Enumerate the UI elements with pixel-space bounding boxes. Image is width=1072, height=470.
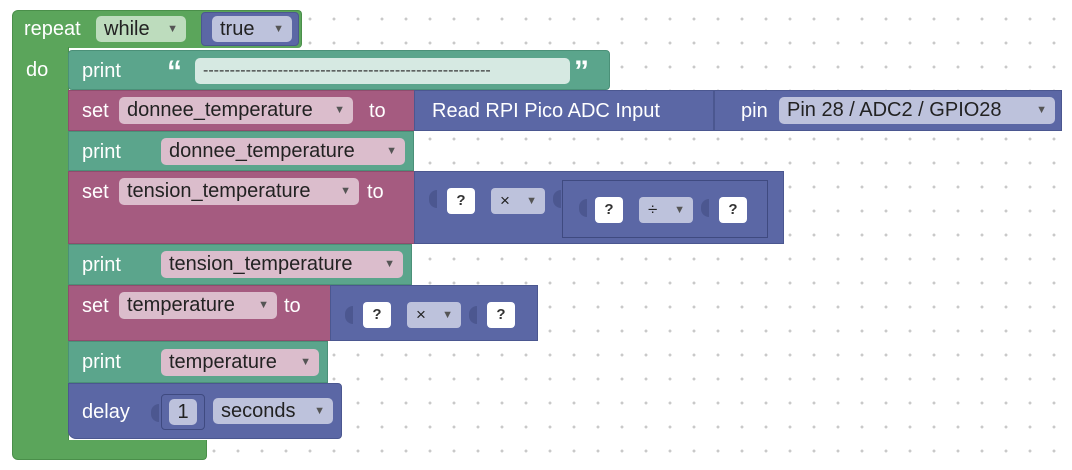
variable-name: tension_temperature: [127, 180, 311, 202]
operand-a[interactable]: ?: [363, 302, 391, 328]
adc-label: Read RPI Pico ADC Input: [432, 100, 660, 122]
variable-name: donnee_temperature: [127, 99, 313, 121]
pin-label: pin: [741, 100, 768, 122]
variable-name: temperature: [127, 294, 235, 316]
input-tab: [345, 306, 353, 324]
print-temperature-block[interactable]: print temperature ▼: [68, 341, 328, 383]
close-quote-icon: ”: [574, 55, 589, 88]
open-quote-icon: “: [167, 55, 182, 88]
dropdown-arrow-icon: ▼: [167, 23, 178, 35]
print-label: print: [82, 141, 121, 163]
operator-value: ×: [500, 191, 510, 210]
print-tension-block[interactable]: print tension_temperature ▼: [68, 244, 412, 285]
input-tab: [429, 190, 437, 208]
pin-value: Pin 28 / ADC2 / GPIO28: [787, 99, 1002, 121]
operand-b[interactable]: ?: [595, 197, 623, 223]
variable-dropdown[interactable]: temperature ▼: [119, 292, 277, 319]
variable-dropdown[interactable]: tension_temperature ▼: [119, 178, 359, 205]
delay-label: delay: [82, 401, 130, 423]
set-label: set: [82, 295, 109, 317]
input-tab: [469, 306, 477, 324]
variable-get-donnee[interactable]: donnee_temperature ▼: [161, 138, 405, 165]
dropdown-arrow-icon: ▼: [340, 185, 351, 197]
condition-block[interactable]: true ▼: [201, 12, 299, 46]
dropdown-arrow-icon: ▼: [273, 23, 284, 35]
loop-mode-value: while: [104, 18, 150, 40]
print-label: print: [82, 254, 121, 276]
multiply-block[interactable]: ? × ▼ ? ÷ ▼ ?: [414, 171, 784, 244]
repeat-body-rail: [12, 47, 69, 447]
condition-value: true: [220, 18, 255, 40]
delay-value-field[interactable]: 1: [169, 399, 197, 425]
operator-dropdown[interactable]: × ▼: [407, 302, 461, 328]
set-tension-block[interactable]: set tension_temperature ▼ to: [68, 171, 416, 244]
dropdown-arrow-icon: ▼: [314, 405, 325, 417]
set-label: set: [82, 100, 109, 122]
print-text-value: ----------------------------------------…: [203, 62, 491, 79]
dropdown-arrow-icon: ▼: [1036, 104, 1047, 116]
operator-value: ×: [416, 305, 426, 324]
divide-block[interactable]: ? ÷ ▼ ?: [562, 180, 768, 238]
operator-dropdown[interactable]: × ▼: [491, 188, 545, 214]
repeat-footer: [12, 440, 207, 460]
delay-block[interactable]: delay 1 seconds ▼: [68, 383, 342, 439]
pin-block[interactable]: pin Pin 28 / ADC2 / GPIO28 ▼: [714, 90, 1062, 131]
delay-unit: seconds: [221, 400, 296, 422]
set-donnee-block[interactable]: set donnee_temperature ▼ to: [68, 90, 418, 131]
multiply-temperature-block[interactable]: ? × ▼ ?: [330, 285, 538, 341]
print-text-field[interactable]: ----------------------------------------…: [195, 58, 570, 84]
variable-name: tension_temperature: [169, 253, 353, 275]
dropdown-arrow-icon: ▼: [442, 309, 453, 321]
print-text-block[interactable]: print “ --------------------------------…: [68, 50, 610, 90]
input-tab: [579, 199, 587, 217]
set-label: set: [82, 181, 109, 203]
dropdown-arrow-icon: ▼: [300, 356, 311, 368]
input-tab: [553, 190, 561, 208]
dropdown-arrow-icon: ▼: [386, 145, 397, 157]
condition-dropdown[interactable]: true ▼: [212, 16, 292, 42]
print-label: print: [82, 351, 121, 373]
variable-dropdown[interactable]: donnee_temperature ▼: [119, 97, 353, 124]
delay-value-block[interactable]: 1: [161, 394, 205, 430]
dropdown-arrow-icon: ▼: [384, 258, 395, 270]
operand-b[interactable]: ?: [487, 302, 515, 328]
variable-get-tension[interactable]: tension_temperature ▼: [161, 251, 403, 278]
loop-mode-dropdown[interactable]: while ▼: [96, 16, 186, 42]
operand-a[interactable]: ?: [447, 188, 475, 214]
print-donnee-block[interactable]: print donnee_temperature ▼: [68, 131, 414, 171]
dropdown-arrow-icon: ▼: [674, 204, 685, 216]
print-label: print: [82, 60, 121, 82]
to-label: to: [367, 181, 384, 203]
repeat-label: repeat: [24, 18, 81, 40]
operand-c[interactable]: ?: [719, 197, 747, 223]
variable-get-temperature[interactable]: temperature ▼: [161, 349, 319, 376]
input-tab: [701, 199, 709, 217]
input-tab: [151, 404, 159, 422]
operator-value: ÷: [648, 200, 658, 219]
variable-name: donnee_temperature: [169, 140, 355, 162]
pin-dropdown[interactable]: Pin 28 / ADC2 / GPIO28 ▼: [779, 97, 1055, 124]
to-label: to: [369, 100, 386, 122]
delay-unit-dropdown[interactable]: seconds ▼: [213, 398, 333, 424]
dropdown-arrow-icon: ▼: [334, 104, 345, 116]
delay-value: 1: [177, 401, 189, 423]
operator-dropdown[interactable]: ÷ ▼: [639, 197, 693, 223]
set-temperature-block[interactable]: set temperature ▼ to: [68, 285, 334, 341]
do-label: do: [26, 59, 49, 81]
to-label: to: [284, 295, 301, 317]
dropdown-arrow-icon: ▼: [258, 299, 269, 311]
adc-read-block[interactable]: Read RPI Pico ADC Input: [414, 90, 714, 131]
variable-name: temperature: [169, 351, 277, 373]
dropdown-arrow-icon: ▼: [526, 195, 537, 207]
